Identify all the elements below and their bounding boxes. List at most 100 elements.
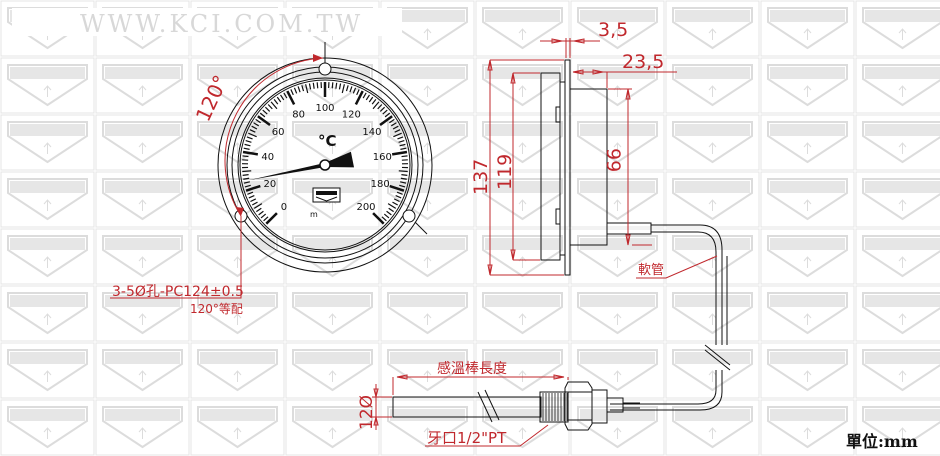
back-housing bbox=[569, 88, 608, 246]
dim-flange-dia-label: 137 bbox=[470, 159, 492, 195]
dial-tick bbox=[251, 125, 258, 130]
dim-depth-label: 23,5 bbox=[622, 51, 664, 73]
dial-tick bbox=[384, 112, 391, 118]
dial-tick bbox=[338, 83, 342, 90]
thread-lines bbox=[542, 393, 568, 421]
dial-tick bbox=[386, 210, 392, 216]
dial-tick bbox=[391, 150, 408, 156]
dial-tick bbox=[387, 203, 397, 209]
dial-tick bbox=[398, 140, 405, 143]
capillary-break-mark bbox=[704, 344, 731, 371]
probe-length-label: 感溫棒長度 bbox=[437, 360, 507, 377]
brand-logo-chevron bbox=[315, 196, 338, 202]
dial-tick bbox=[259, 112, 266, 118]
dial-tick bbox=[393, 132, 402, 138]
dial-tick bbox=[286, 90, 296, 105]
dial-tick bbox=[379, 115, 393, 127]
probe-break-mark bbox=[477, 389, 500, 423]
dial-tick bbox=[242, 155, 249, 158]
dial-tick bbox=[401, 155, 408, 158]
thread-label: 牙口1/2"PT bbox=[427, 429, 507, 447]
dial-tick bbox=[267, 104, 273, 110]
dial-face bbox=[239, 79, 411, 251]
dial-tick bbox=[401, 174, 408, 176]
dial-tick bbox=[305, 84, 309, 94]
dial-tick bbox=[368, 96, 374, 103]
brand-logo-bar bbox=[316, 191, 337, 195]
dial-tick bbox=[362, 92, 367, 99]
dial-tick bbox=[400, 177, 407, 180]
hole-note: 3-5Ø孔-PC124±0.5 bbox=[112, 284, 244, 300]
dial-tick bbox=[383, 213, 390, 219]
dim-flange-thickness-label: 3,5 bbox=[598, 19, 628, 41]
dial-tick bbox=[400, 147, 407, 150]
dial-tick bbox=[257, 115, 271, 127]
probe-stem bbox=[606, 397, 624, 413]
dim-flange-thickness bbox=[540, 38, 600, 58]
dial-tick bbox=[273, 99, 279, 105]
dial-tick bbox=[372, 212, 385, 225]
case-clip-bottom bbox=[555, 208, 561, 225]
dim-back-dia-label: 99 bbox=[602, 148, 624, 172]
dial-tick bbox=[397, 136, 404, 140]
dial-tick bbox=[308, 83, 312, 90]
dial-tick bbox=[297, 86, 301, 93]
dial-tick bbox=[242, 150, 259, 156]
dial-tick bbox=[260, 213, 267, 219]
dial-tick bbox=[243, 147, 250, 150]
dial-tick bbox=[341, 84, 345, 94]
case-clip-top bbox=[555, 106, 561, 123]
dial-tick bbox=[263, 216, 269, 222]
capillary-leader bbox=[636, 255, 718, 279]
dial-zero-mark: m bbox=[310, 210, 318, 219]
dial-ring bbox=[237, 77, 413, 253]
dial-tick bbox=[382, 109, 388, 115]
dial-tick bbox=[335, 82, 338, 89]
dial-tick bbox=[392, 201, 399, 206]
dial-tick bbox=[393, 198, 400, 203]
dial-scale-label: 60 bbox=[272, 127, 285, 138]
dial-scale-label: 80 bbox=[292, 109, 305, 120]
dial-tick bbox=[354, 90, 364, 105]
dial-tick bbox=[244, 143, 251, 147]
dial-tick bbox=[251, 201, 258, 206]
dial-tick bbox=[264, 106, 271, 112]
dial-tick bbox=[270, 101, 278, 110]
dial-tick bbox=[293, 87, 298, 94]
capillary-tube-lower bbox=[610, 370, 723, 411]
flange-tab bbox=[414, 221, 428, 235]
hole-note-leader bbox=[110, 216, 242, 299]
pointer-needle bbox=[248, 151, 355, 181]
units-label: 單位:mm bbox=[846, 432, 918, 451]
dial-scale-label: 200 bbox=[356, 202, 375, 213]
dial-tick bbox=[256, 207, 262, 213]
angle-arrow-bottom bbox=[236, 207, 244, 216]
mount-hole-right bbox=[402, 209, 416, 223]
dial-tick bbox=[379, 106, 386, 112]
capillary-tube bbox=[651, 224, 728, 345]
dial-tick bbox=[388, 207, 394, 213]
dial-tick bbox=[244, 184, 251, 188]
dial-scale-label: 20 bbox=[263, 179, 276, 190]
dial-tick bbox=[276, 96, 282, 103]
dial-tick bbox=[394, 129, 401, 133]
dial-tick bbox=[392, 125, 399, 130]
dial-tick bbox=[283, 92, 288, 99]
dial-tick bbox=[301, 85, 305, 92]
dial-tick bbox=[400, 181, 407, 184]
dim-case-dia-label: 119 bbox=[494, 154, 516, 190]
dial-tick bbox=[381, 216, 387, 222]
dial-tick bbox=[352, 87, 357, 94]
dial-tick bbox=[371, 99, 377, 105]
dial-tick bbox=[389, 118, 395, 124]
dial-scale-label: 120 bbox=[342, 109, 361, 120]
dial-tick bbox=[331, 82, 334, 89]
dial-tick bbox=[312, 82, 315, 89]
dial-tick bbox=[398, 170, 408, 173]
probe-diameter-label: 12Ø bbox=[357, 395, 377, 430]
dim-case-dia bbox=[510, 72, 540, 261]
dial-tick bbox=[253, 203, 263, 209]
